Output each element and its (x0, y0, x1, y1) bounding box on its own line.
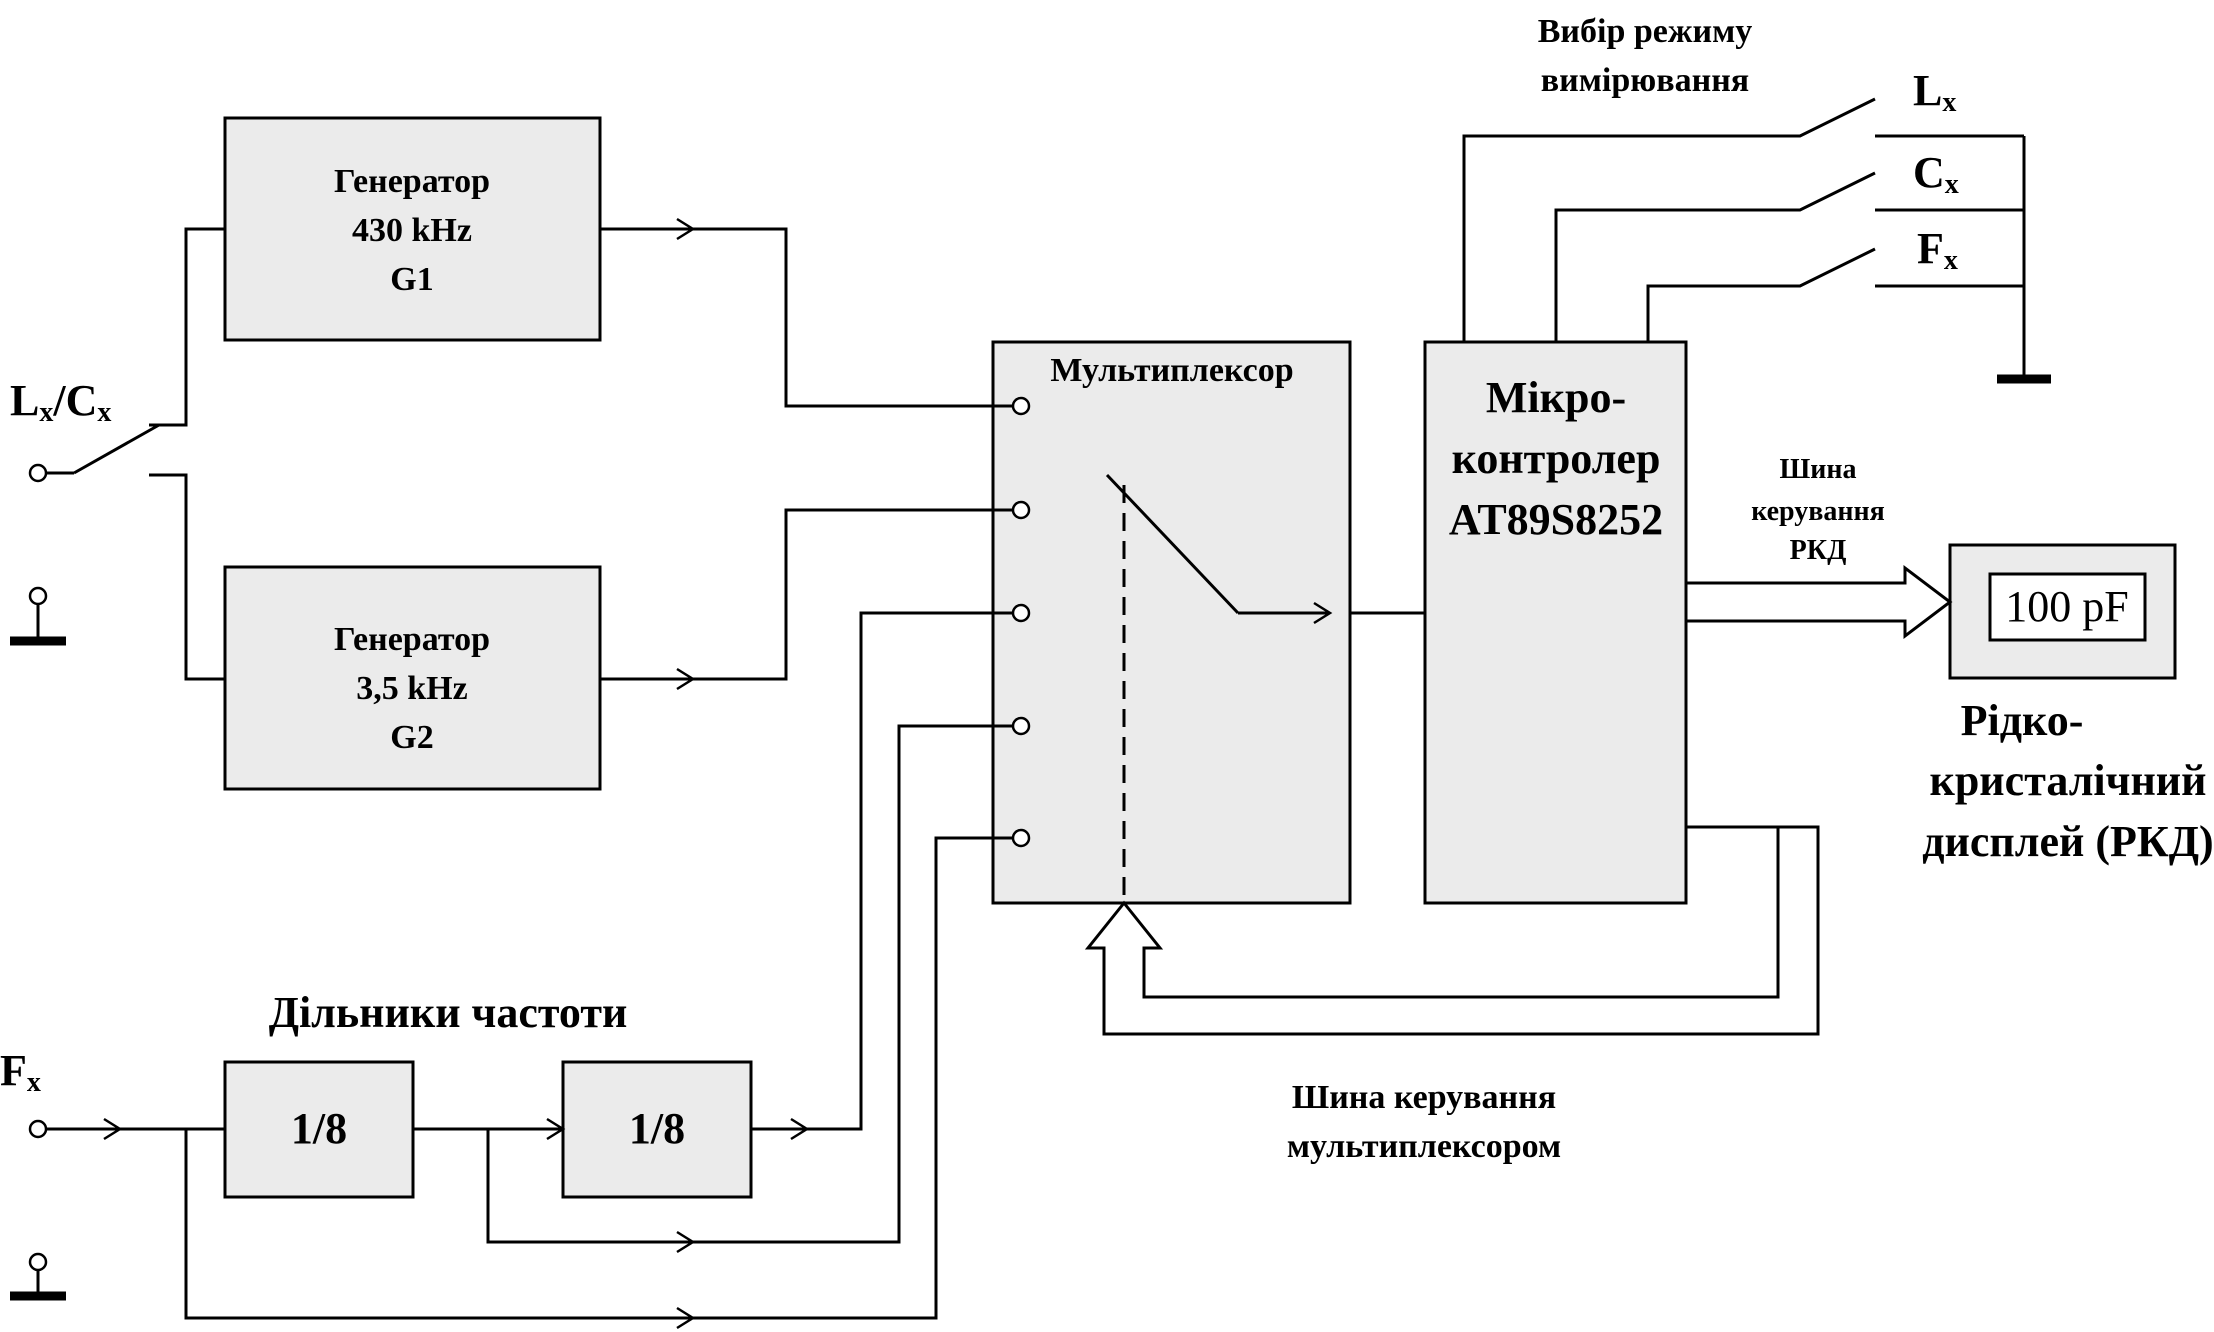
lcd-label-line1: Рідко- (1961, 696, 2084, 745)
divider-1-label: 1/8 (291, 1104, 347, 1153)
fx-input-terminal (28, 1119, 48, 1139)
divider2-to-mux-line (807, 611, 1013, 1131)
lcd-label-line2: кристалічний (1929, 756, 2206, 805)
lcd-bus-arrow (1686, 564, 1953, 640)
fx-input-label: Fx (0, 1046, 41, 1098)
lcd-bus-line1: Шина (1779, 454, 1856, 485)
switch-cx-wire (1554, 171, 1876, 342)
mux-control-bus: Шина керування мультиплексором (1084, 825, 1820, 1165)
switch-fx-label: Fx (1917, 224, 1958, 276)
microcontroller-block: Мікро- контролер AT89S8252 (1423, 340, 1688, 905)
mux-input-terminal-4 (1011, 716, 1031, 736)
divider1-tap-arrow (486, 1129, 696, 1254)
divider-1-block: 1/8 (223, 1060, 415, 1199)
lcd-bus-line3: РКД (1790, 535, 1847, 566)
divider1-to-mux-line (693, 724, 1013, 1244)
lc-input-terminal (28, 463, 48, 483)
lcd-label-line3: дисплей (РКД) (1922, 817, 2213, 866)
mux-switch-blade (1105, 473, 1240, 615)
mux-control-bus-outline (1084, 825, 1820, 1036)
generator-g1-block: Генератор 430 kHz G1 (223, 116, 602, 342)
generator-g2-line3: G2 (390, 719, 433, 756)
mux-input-terminal-3 (1011, 603, 1031, 623)
mux-bus-line2: мультиплексором (1287, 1128, 1561, 1165)
divider-2-block: 1/8 (561, 1060, 753, 1199)
generator-g1-line1: Генератор (334, 163, 490, 200)
switch-lx-label: Lx (1913, 66, 1956, 118)
lc-ground-terminal (28, 586, 48, 606)
lcd-bus-line2: керування (1751, 496, 1885, 527)
fx-ground-terminal (28, 1252, 48, 1272)
frequency-input: Fx (0, 1046, 225, 1301)
mux-bus-line1: Шина керування (1292, 1079, 1556, 1116)
lc-switch-blade (73, 423, 160, 475)
mux-input-terminal-5 (1011, 828, 1031, 848)
dividers-title: Дільники частоти (269, 988, 628, 1037)
lcd-value: 100 pF (2005, 582, 2128, 631)
mode-select-line1: Вибір режиму (1538, 13, 1753, 50)
switch-lx-wire (1462, 97, 1876, 342)
mode-select-line2: вимірювання (1541, 62, 1749, 99)
switch-fx-wire (1646, 247, 1876, 342)
lc-input: Lx/Cx (10, 227, 225, 681)
lc-switch-to-g2 (149, 473, 225, 681)
switch-cx-label: Cx (1913, 148, 1959, 200)
lc-input-label: Lx/Cx (10, 376, 111, 428)
generator-g2-block: Генератор 3,5 kHz G2 (223, 565, 602, 791)
generator-g1-line3: G1 (390, 261, 433, 298)
mux-input-terminal-2 (1011, 500, 1031, 520)
divider-2-label: 1/8 (629, 1104, 685, 1153)
mux-input-terminal-1 (1011, 396, 1031, 416)
g2-to-mux-line (693, 508, 1013, 681)
microcontroller-line3: AT89S8252 (1449, 495, 1663, 544)
g1-to-mux-line (693, 227, 1013, 408)
microcontroller-line2: контролер (1452, 434, 1661, 483)
lcd-bus-label: Шина керування РКД (1751, 454, 1885, 566)
generator-g2-line1: Генератор (334, 621, 490, 658)
generator-g2-line2: 3,5 kHz (356, 670, 467, 707)
microcontroller-line1: Мікро- (1486, 373, 1626, 422)
fx-direct-to-mux-line (693, 836, 1013, 1320)
lc-switch-to-g1 (149, 227, 225, 427)
multiplexer-title: Мультиплексор (1050, 352, 1293, 389)
lcd-screen (1988, 572, 2147, 642)
lcd-display: 100 pF Рідко- кристалічний дисплей (РКД) (1922, 543, 2214, 866)
fx-direct-tap-arrow (184, 1129, 696, 1330)
mode-select-switches: Вибір режиму вимірювання Lx Cx Fx (1462, 13, 2051, 384)
multiplexer-block: Мультиплексор (991, 340, 1352, 905)
generator-g1-line2: 430 kHz (352, 212, 472, 249)
